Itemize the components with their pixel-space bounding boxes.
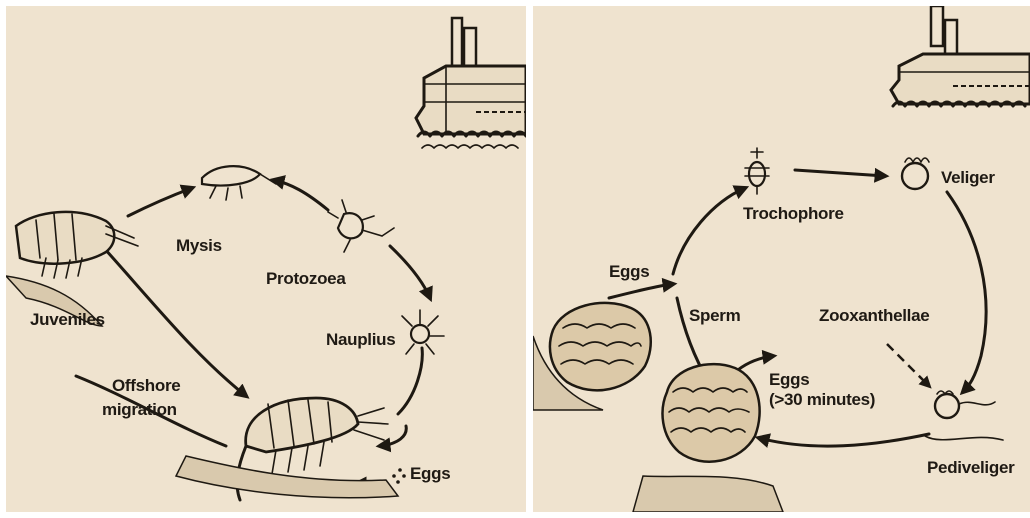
label-mysis: Mysis (176, 236, 222, 255)
mysis-larva-icon (202, 166, 276, 200)
shrimp-life-cycle-panel: Mysis Protozoea Juveniles Nauplius Offsh… (6, 6, 526, 512)
label-offshore: Offshore (112, 376, 180, 395)
label-nauplius: Nauplius (326, 330, 395, 349)
label-eggs: Eggs (410, 464, 450, 483)
adult-shrimp-icon (176, 398, 398, 500)
label-protozoea: Protozoea (266, 269, 345, 288)
eggs-cluster-icon (392, 468, 406, 484)
label-trochophore: Trochophore (743, 204, 844, 223)
ship-icon (416, 18, 526, 148)
giant-clam-icon (533, 303, 651, 410)
clam-cycle-drawing (533, 6, 1030, 512)
label-sperm: Sperm (689, 306, 740, 325)
label-eggs-bottom: Eggs (769, 370, 809, 389)
label-zooxanthellae: Zooxanthellae (819, 306, 929, 325)
label-pediveliger: Pediveliger (927, 458, 1014, 477)
protozoea-larva-icon (328, 200, 394, 252)
shrimp-cycle-drawing (6, 6, 526, 512)
veliger-larva-icon (902, 158, 929, 189)
label-eggs-top: Eggs (609, 262, 649, 281)
pediveliger-larva-icon (925, 391, 1003, 440)
ship-icon (891, 6, 1030, 106)
label-veliger: Veliger (941, 168, 995, 187)
label-juveniles: Juveniles (30, 310, 105, 329)
trochophore-larva-icon (745, 148, 769, 194)
clam-life-cycle-panel: Trochophore Veliger Eggs Sperm Zooxanthe… (533, 6, 1030, 512)
juvenile-shrimp-icon (6, 212, 138, 326)
label-eggs-duration: (>30 minutes) (769, 390, 875, 409)
label-migration: migration (102, 400, 177, 419)
